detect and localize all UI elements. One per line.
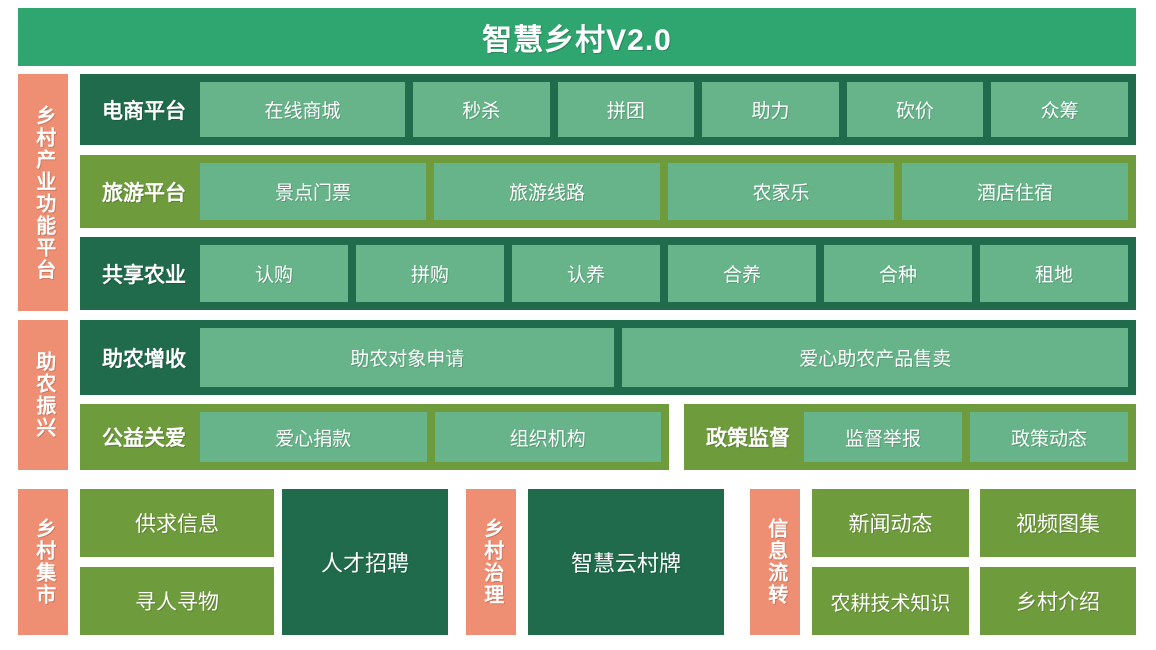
- tile-report-supervision[interactable]: 监督举报: [804, 412, 962, 462]
- tile-donation[interactable]: 爱心捐款: [200, 412, 427, 462]
- tile-aid-application[interactable]: 助农对象申请: [200, 328, 615, 387]
- sidebar-group-help-label: 助农振兴: [32, 351, 55, 439]
- sidebar-group-info[interactable]: 信息流转: [750, 489, 800, 635]
- tile-online-mall[interactable]: 在线商城: [200, 82, 405, 137]
- tile-policy-updates[interactable]: 政策动态: [970, 412, 1128, 462]
- row-tourism-items: 景点门票 旅游线路 农家乐 酒店住宿: [200, 155, 1128, 228]
- row-tourism-label: 旅游平台: [102, 181, 186, 205]
- tile-hotel-lodging[interactable]: 酒店住宿: [902, 163, 1128, 220]
- tile-supply-demand-info[interactable]: 供求信息: [80, 489, 274, 557]
- sidebar-group-market[interactable]: 乡村集市: [18, 489, 68, 635]
- tile-boost[interactable]: 助力: [702, 82, 839, 137]
- tile-organizations[interactable]: 组织机构: [434, 412, 661, 462]
- tile-charity-sales[interactable]: 爱心助农产品售卖: [622, 328, 1128, 387]
- row-public-welfare-items: 爱心捐款 组织机构: [200, 404, 661, 470]
- row-shared-agriculture-items: 认购 拼购 认养 合养 合种 租地: [200, 237, 1128, 310]
- tile-co-raise[interactable]: 合养: [668, 245, 816, 302]
- row-public-welfare: 公益关爱 爱心捐款 组织机构: [80, 404, 669, 470]
- tile-land-lease[interactable]: 租地: [980, 245, 1128, 302]
- row-ecommerce-label: 电商平台: [102, 99, 186, 123]
- tile-video-gallery[interactable]: 视频图集: [980, 489, 1136, 557]
- row-policy-supervision-label: 政策监督: [706, 427, 790, 450]
- tile-attraction-tickets[interactable]: 景点门票: [200, 163, 426, 220]
- tile-subscribe-purchase[interactable]: 认购: [200, 245, 348, 302]
- row-policy-supervision: 政策监督 监督举报 政策动态: [684, 404, 1136, 470]
- row-tourism: 旅游平台 景点门票 旅游线路 农家乐 酒店住宿: [80, 155, 1136, 228]
- tile-bargain[interactable]: 砍价: [846, 82, 984, 137]
- row-farmer-income: 助农增收 助农对象申请 爱心助农产品售卖: [80, 320, 1136, 395]
- tile-smart-cloud-village-sign[interactable]: 智慧云村牌: [528, 489, 724, 635]
- row-farmer-income-label: 助农增收: [102, 347, 186, 371]
- row-ecommerce: 电商平台 在线商城 秒杀 拼团 助力 砍价 众筹: [80, 74, 1136, 145]
- tile-adopt[interactable]: 认养: [512, 245, 660, 302]
- tile-crowdfunding[interactable]: 众筹: [991, 82, 1128, 137]
- tile-joint-purchase[interactable]: 拼购: [356, 245, 504, 302]
- sidebar-group-governance-label: 乡村治理: [480, 518, 503, 606]
- row-public-welfare-label: 公益关爱: [102, 427, 186, 450]
- row-shared-agriculture: 共享农业 认购 拼购 认养 合养 合种 租地: [80, 237, 1136, 310]
- row-ecommerce-items: 在线商城 秒杀 拼团 助力 砍价 众筹: [200, 74, 1128, 145]
- row-farmer-income-items: 助农对象申请 爱心助农产品售卖: [200, 320, 1128, 395]
- row-policy-supervision-items: 监督举报 政策动态: [804, 404, 1128, 470]
- tile-news-updates[interactable]: 新闻动态: [812, 489, 969, 557]
- tile-farming-knowledge[interactable]: 农耕技术知识: [812, 567, 969, 635]
- tile-village-intro[interactable]: 乡村介绍: [980, 567, 1136, 635]
- tile-talent-recruitment[interactable]: 人才招聘: [282, 489, 448, 635]
- tile-find-people-items[interactable]: 寻人寻物: [80, 567, 274, 635]
- sidebar-group-industry[interactable]: 乡村产业功能平台: [18, 74, 68, 311]
- sidebar-group-governance[interactable]: 乡村治理: [466, 489, 516, 635]
- sidebar-group-market-label: 乡村集市: [32, 518, 55, 606]
- tile-travel-routes[interactable]: 旅游线路: [434, 163, 660, 220]
- tile-flash-sale[interactable]: 秒杀: [412, 82, 550, 137]
- sidebar-group-info-label: 信息流转: [764, 518, 787, 606]
- page-title: 智慧乡村V2.0: [18, 8, 1136, 66]
- tile-group-buy[interactable]: 拼团: [557, 82, 695, 137]
- tile-co-plant[interactable]: 合种: [824, 245, 972, 302]
- row-shared-agriculture-label: 共享农业: [102, 263, 186, 287]
- tile-farm-stay[interactable]: 农家乐: [668, 163, 894, 220]
- sidebar-group-industry-label: 乡村产业功能平台: [32, 104, 55, 281]
- sidebar-group-help[interactable]: 助农振兴: [18, 320, 68, 470]
